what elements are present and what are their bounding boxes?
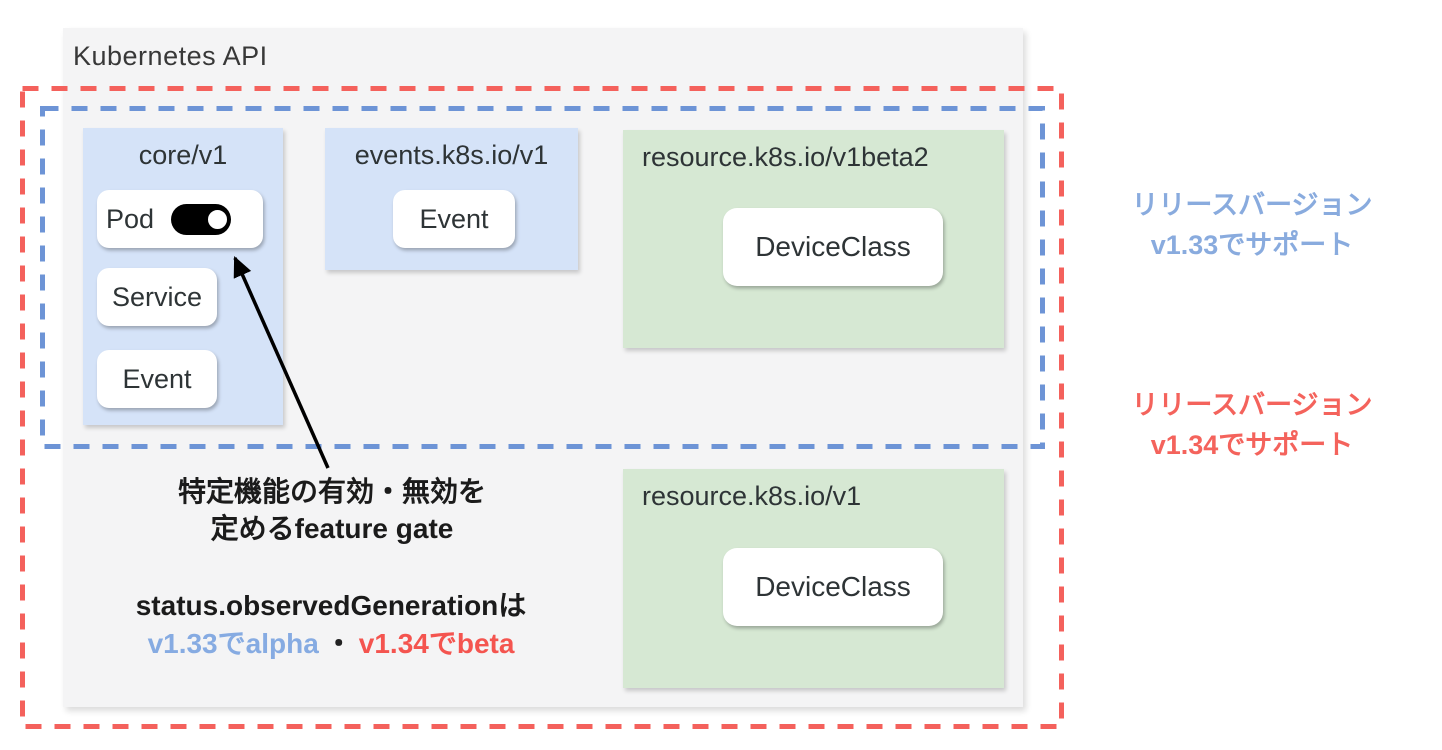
service-label: Service — [111, 281, 203, 312]
observed-generation-line1: status.observedGenerationは — [135, 590, 527, 621]
observed-generation-annotation: status.observedGenerationは v1.33でalpha・v… — [96, 587, 566, 663]
observed-generation-line2: v1.33でalpha・v1.34でbeta — [96, 625, 566, 663]
api-group-resource-k8s-io-v1beta2: resource.k8s.io/v1beta2 DeviceClass — [623, 130, 1004, 348]
feature-gate-toggle[interactable] — [171, 203, 232, 235]
event-resource-chip: Event — [97, 350, 217, 408]
deviceclass-resource-chip: DeviceClass — [723, 208, 943, 286]
observed-generation-beta: v1.34でbeta — [358, 628, 515, 659]
legend-v134-line2: v1.34でサポート — [1150, 430, 1354, 460]
pod-label: Pod — [106, 203, 155, 234]
legend-v133-line1: リリースバージョン — [1131, 190, 1373, 220]
api-group-core-title: core/v1 — [138, 140, 228, 170]
deviceclass-label: DeviceClass — [755, 231, 911, 262]
legend-release-v133: リリースバージョン v1.33でサポート — [1092, 185, 1412, 265]
api-group-events-title: events.k8s.io/v1 — [354, 140, 549, 170]
event-label: Event — [122, 363, 192, 394]
deviceclass-label: DeviceClass — [755, 571, 911, 602]
observed-generation-alpha: v1.33でalpha — [147, 628, 319, 659]
api-group-resource-v1-title: resource.k8s.io/v1 — [642, 481, 862, 511]
legend-release-v134: リリースバージョン v1.34でサポート — [1092, 385, 1412, 465]
api-group-resource-beta-title: resource.k8s.io/v1beta2 — [642, 142, 929, 172]
api-group-resource-k8s-io-v1: resource.k8s.io/v1 DeviceClass — [623, 469, 1004, 688]
toggle-knob-icon — [205, 206, 231, 232]
deviceclass-resource-chip: DeviceClass — [723, 548, 943, 626]
feature-gate-annotation-line2: 定めるfeature gate — [210, 513, 454, 544]
feature-gate-annotation-line1: 特定機能の有効・無効を — [177, 476, 486, 507]
legend-v134-line1: リリースバージョン — [1131, 390, 1373, 420]
service-resource-chip: Service — [97, 268, 217, 326]
api-group-events-k8s-io-v1: events.k8s.io/v1 Event — [325, 128, 578, 270]
legend-v133-line2: v1.33でサポート — [1150, 230, 1354, 260]
feature-gate-annotation: 特定機能の有効・無効を 定めるfeature gate — [108, 473, 556, 547]
api-group-core-v1: core/v1 Pod Service Event — [83, 128, 283, 425]
event-resource-chip: Event — [393, 190, 515, 248]
observed-generation-separator: ・ — [324, 628, 353, 659]
pod-resource-chip: Pod — [97, 190, 263, 248]
panel-title: Kubernetes API — [73, 41, 268, 71]
event-label: Event — [419, 203, 489, 234]
